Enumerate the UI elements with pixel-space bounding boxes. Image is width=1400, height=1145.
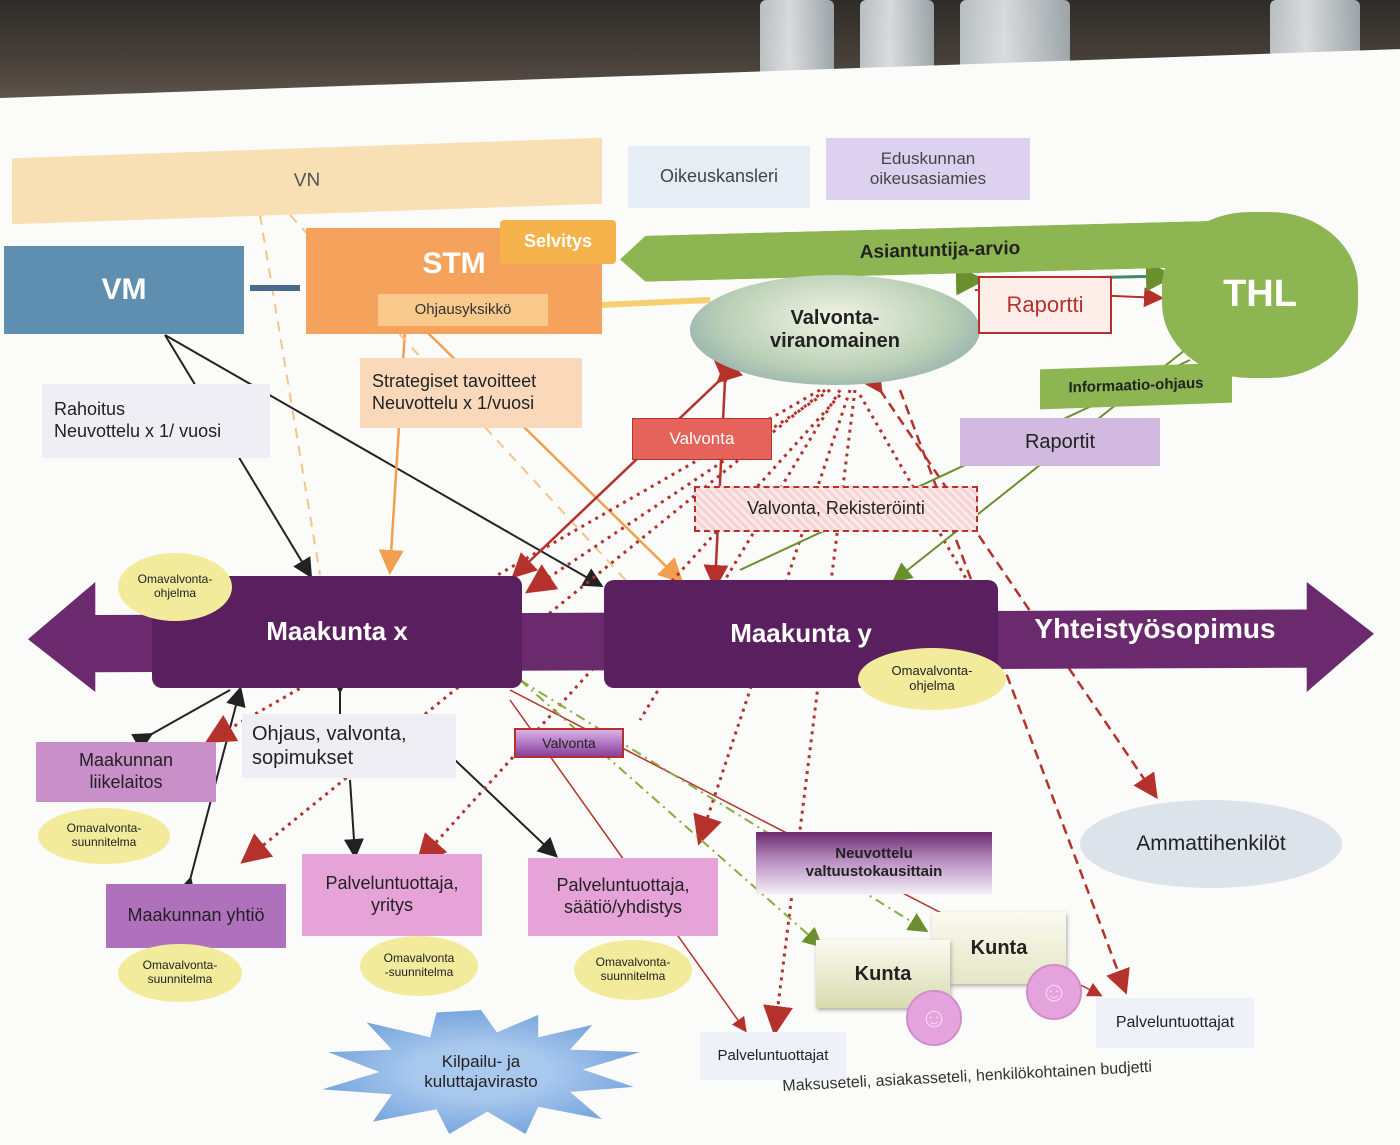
raportit-box: Raportit — [960, 418, 1160, 466]
kunta-box-front: Kunta — [816, 940, 950, 1008]
valvontaviranomainen-node: Valvonta- viranomainen — [690, 275, 980, 385]
ohjausyksikko-box: Ohjausyksikkö — [378, 294, 548, 326]
valvonta-rekisterointi-box: Valvonta, Rekisteröinti — [694, 486, 978, 532]
omavalvonta-suunnitelma-yritys: Omavalvonta -suunnitelma — [360, 936, 478, 996]
ammattihenkilot-node: Ammattihenkilöt — [1080, 800, 1342, 888]
liikelaitos-box: Maakunnan liikelaitos — [36, 742, 216, 802]
neuvottelu-box: Neuvottelu valtuustokausittain — [756, 832, 992, 894]
omavalvonta-ohjelma-y: Omavalvonta- ohjelma — [858, 648, 1006, 710]
selvitys-box: Selvitys — [500, 220, 616, 264]
water-bottle-icon — [760, 0, 834, 78]
palveluntuottaja-yritys-box: Palveluntuottaja, yritys — [302, 854, 482, 936]
strategiset-label: Strategiset tavoitteet Neuvottelu x 1/vu… — [360, 358, 582, 428]
valvonta-box: Valvonta — [632, 418, 772, 460]
rahoitus-label: Rahoitus Neuvottelu x 1/ vuosi — [42, 384, 270, 458]
vm-box: VM — [4, 246, 244, 334]
valvonta-small-box: Valvonta — [514, 728, 624, 758]
omavalvonta-suunnitelma-liikelaitos: Omavalvonta- suunnitelma — [38, 808, 170, 864]
eduskunnan-oikeusasiamies-box: Eduskunnan oikeusasiamies — [826, 138, 1030, 200]
palveluntuottajat-box-1: Palveluntuottajat — [700, 1032, 846, 1080]
omavalvonta-suunnitelma-saatio: Omavalvonta- suunnitelma — [574, 940, 692, 1000]
smiley-icon: ☺ — [1026, 964, 1082, 1020]
palveluntuottaja-saatio-box: Palveluntuottaja, säätiö/yhdistys — [528, 858, 718, 936]
smiley-icon: ☺ — [906, 990, 962, 1046]
omavalvonta-suunnitelma-yhtio: Omavalvonta- suunnitelma — [118, 944, 242, 1002]
ohjaus-valvonta-label: Ohjaus, valvonta, sopimukset — [242, 714, 456, 778]
oikeuskansleri-box: Oikeuskansleri — [628, 146, 810, 208]
raportti-box: Raportti — [978, 276, 1112, 334]
maakunnan-yhtio-box: Maakunnan yhtiö — [106, 884, 286, 948]
palveluntuottajat-box-2: Palveluntuottajat — [1096, 998, 1254, 1048]
thl-node: THL — [1162, 212, 1358, 378]
informaatio-ohjaus-box: Informaatio-ohjaus — [1040, 362, 1232, 410]
omavalvonta-ohjelma-x: Omavalvonta- ohjelma — [118, 553, 232, 621]
yhteistyosopimus-label: Yhteistyösopimus — [1034, 613, 1276, 645]
